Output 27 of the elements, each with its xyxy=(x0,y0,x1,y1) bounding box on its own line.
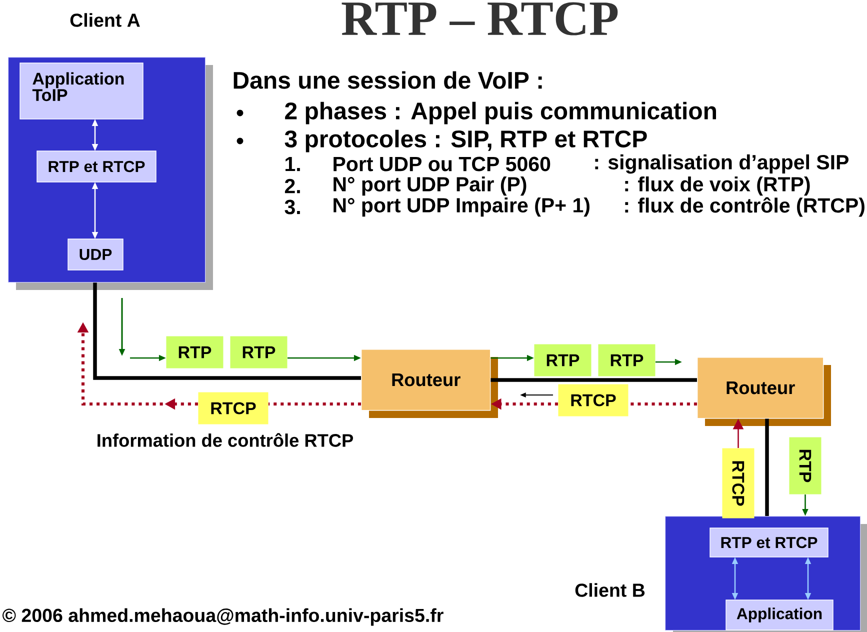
packet-box: RTP xyxy=(598,344,656,376)
heading-text: Dans une session de VoIP : xyxy=(234,71,542,89)
caption-text: Information de contrôle RTCP xyxy=(98,433,353,447)
bullet-text: 3 protocoles : SIP, RTP et RTCP xyxy=(284,130,647,152)
bullet-text: 2 phases : Appel puis communication xyxy=(285,102,716,124)
footer-text: © 2006 ahmed.mehaoua@math-info.univ-paris5.fr xyxy=(2,608,444,626)
client-heading: Client B xyxy=(575,583,645,597)
packet-box: RTP xyxy=(789,437,822,494)
list-text: : flux de voix (RTP) xyxy=(625,176,810,196)
router-box: Routeur xyxy=(361,349,498,418)
title: RTP – RTCP xyxy=(342,2,618,36)
list-number: 2. xyxy=(284,178,300,194)
packet-box: RTP xyxy=(230,336,288,368)
packet-box: RTCP xyxy=(558,384,628,416)
packet-box: RTP xyxy=(166,336,224,368)
list-text: N° port UDP Pair (P) xyxy=(334,176,526,196)
list-number: 1. xyxy=(286,156,300,172)
list-text: N° port UDP Impaire (P+ 1) xyxy=(334,197,590,217)
packet-box: RTCP xyxy=(198,392,268,424)
list-number: 3. xyxy=(284,200,300,214)
client-heading: Client A xyxy=(70,13,140,27)
list-text: Port UDP ou TCP 5060 xyxy=(334,156,550,172)
router-box: Routeur xyxy=(697,357,831,426)
packet-box: RTP xyxy=(534,344,592,376)
list-text: : flux de contrôle (RTCP) xyxy=(625,197,864,217)
list-text: : signalisation d’appel SIP xyxy=(595,154,848,174)
packet-box: RTCP xyxy=(722,448,754,518)
